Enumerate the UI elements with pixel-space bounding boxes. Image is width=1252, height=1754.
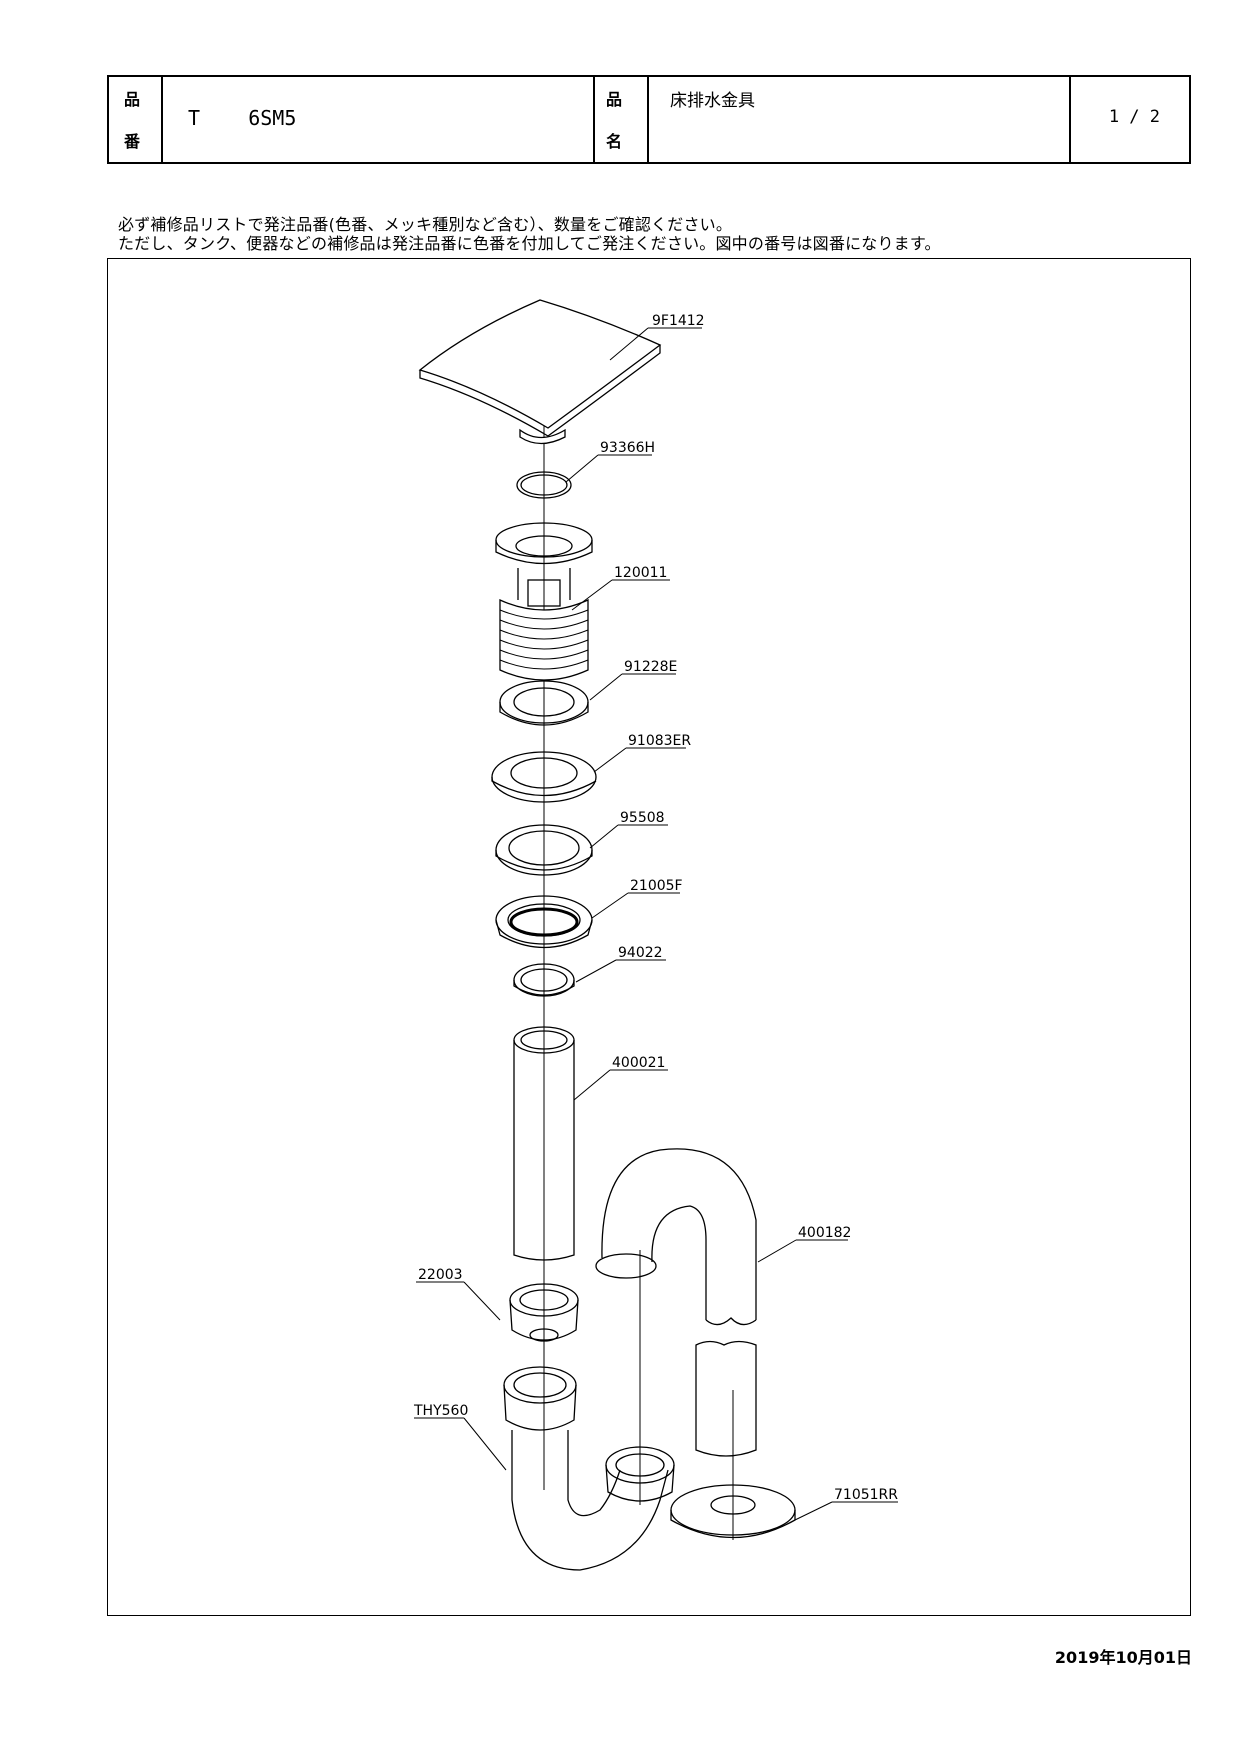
hinban-label-top: 品 xyxy=(124,90,141,109)
part-400021-pipe xyxy=(513,1026,575,1261)
note-line-1: 必ず補修品リストで発注品番(色番、メッキ種別など含む）、数量をご確認ください。 xyxy=(118,215,733,234)
part-9F1412-cap xyxy=(418,299,662,445)
part-120011-drain xyxy=(495,522,593,681)
label-400021: 400021 xyxy=(612,1055,665,1071)
label-400182: 400182 xyxy=(798,1225,851,1241)
part-91083ER-washer xyxy=(491,751,597,803)
label-71051RR: 71051RR xyxy=(834,1487,898,1503)
label-91083ER: 91083ER xyxy=(628,733,691,749)
part-22003-nut xyxy=(509,1283,579,1342)
hinmei-label-bottom: 名 xyxy=(606,132,623,151)
part-91228E-washer xyxy=(499,680,589,726)
note-line-2: ただし、タンク、便器などの補修品は発注品番に色番を付加してご発注ください。図中の… xyxy=(118,234,941,253)
product-name: 床排水金具 xyxy=(670,91,755,111)
label-THY560: THY560 xyxy=(413,1403,468,1419)
label-120011: 120011 xyxy=(614,565,667,581)
label-94022: 94022 xyxy=(618,945,663,961)
part-400182-bend xyxy=(595,1148,757,1457)
part-THY560-trap xyxy=(503,1366,675,1571)
label-21005F: 21005F xyxy=(630,878,683,894)
part-21005F-nut xyxy=(495,895,593,949)
part-95508-washer xyxy=(495,824,593,876)
hinban-label-bottom: 番 xyxy=(124,132,141,151)
part-number: T 6SM5 xyxy=(188,106,297,130)
part-71051RR-flange xyxy=(670,1484,796,1539)
divider xyxy=(593,77,595,162)
label-9F1412: 9F1412 xyxy=(652,313,705,329)
drawing-frame xyxy=(107,258,1191,1616)
issue-date: 2019年10月01日 xyxy=(1054,1648,1192,1667)
title-block xyxy=(107,75,1191,164)
part-93366H-ring xyxy=(516,471,572,499)
label-91228E: 91228E xyxy=(624,659,677,675)
label-22003: 22003 xyxy=(418,1267,463,1283)
label-95508: 95508 xyxy=(620,810,665,826)
divider xyxy=(647,77,649,162)
hinmei-label-top: 品 xyxy=(606,90,623,109)
label-93366H: 93366H xyxy=(600,440,655,456)
part-94022-ring xyxy=(513,963,575,997)
page-indicator: 1 / 2 xyxy=(1108,107,1160,127)
divider xyxy=(161,77,163,162)
divider xyxy=(1069,77,1071,162)
